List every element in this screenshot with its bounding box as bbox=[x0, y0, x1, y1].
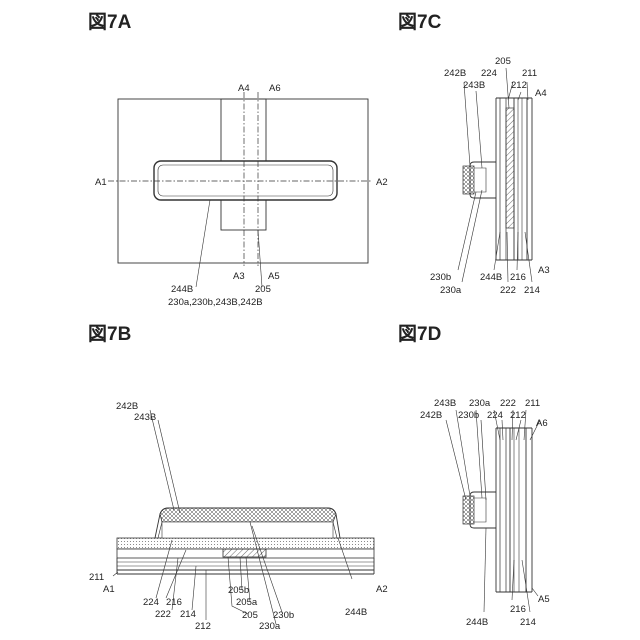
label-216: 216 bbox=[166, 597, 182, 608]
step-inner bbox=[474, 168, 486, 192]
label-212: 212 bbox=[510, 410, 526, 421]
label-212: 212 bbox=[195, 621, 211, 632]
label-242b: 242B bbox=[444, 68, 466, 79]
label-230b: 230b bbox=[273, 610, 294, 621]
leader-244b bbox=[196, 200, 210, 287]
figure-7b: 図7B 242B 243B 211 A1 bbox=[88, 323, 388, 632]
label-a3: A3 bbox=[233, 271, 245, 282]
label-a4: A4 bbox=[535, 88, 547, 99]
label-a1: A1 bbox=[95, 177, 107, 188]
label-244b: 244B bbox=[466, 617, 488, 628]
label-a5: A5 bbox=[268, 271, 280, 282]
label-a6: A6 bbox=[269, 83, 281, 94]
label-224: 224 bbox=[143, 597, 159, 608]
label-224: 224 bbox=[487, 410, 503, 421]
step-band bbox=[463, 496, 474, 524]
label-244b: 244B bbox=[171, 284, 193, 295]
label-230b: 230b bbox=[458, 410, 479, 421]
figure-7d: 図7D 243B 230a 222 211 242B bbox=[398, 323, 550, 628]
leader-205 bbox=[258, 230, 262, 287]
figure-7a-title: 図7A bbox=[88, 11, 132, 33]
label-205a: 205a bbox=[236, 597, 258, 608]
label-214: 214 bbox=[524, 285, 540, 296]
label-211: 211 bbox=[522, 68, 537, 79]
figure-7a: 図7A A4 A6 A1 A2 A3 A5 244B 205 230a,230b… bbox=[88, 11, 388, 308]
step-inner bbox=[474, 498, 486, 522]
dome-body bbox=[162, 522, 333, 538]
label-214: 214 bbox=[180, 609, 196, 620]
label-243b: 243B bbox=[463, 80, 485, 91]
opening-outer bbox=[154, 161, 337, 200]
color-filter-205 bbox=[506, 108, 514, 228]
label-242b: 242B bbox=[116, 401, 138, 412]
label-205: 205 bbox=[495, 56, 511, 67]
label-211: 211 bbox=[525, 398, 540, 409]
label-a2: A2 bbox=[376, 177, 388, 188]
label-a2: A2 bbox=[376, 584, 388, 595]
label-205: 205 bbox=[255, 284, 271, 295]
layer-224 bbox=[500, 428, 506, 592]
label-a6: A6 bbox=[536, 418, 548, 429]
figure-7c-title: 図7C bbox=[398, 11, 442, 33]
label-216: 216 bbox=[510, 272, 526, 283]
layer-224 bbox=[117, 538, 374, 549]
step-band bbox=[463, 166, 474, 194]
label-a1: A1 bbox=[103, 584, 115, 595]
figure-7d-title: 図7D bbox=[398, 323, 441, 345]
figure-7b-title: 図7B bbox=[88, 323, 131, 345]
label-242b: 242B bbox=[420, 410, 442, 421]
dome-band bbox=[160, 508, 336, 522]
label-230a: 230a bbox=[440, 285, 462, 296]
label-214: 214 bbox=[520, 617, 536, 628]
label-a3: A3 bbox=[538, 265, 550, 276]
figure-7c: 図7C 205 242B 224 211 243B 212 bbox=[398, 11, 550, 296]
label-243b: 243B bbox=[434, 398, 456, 409]
label-243b: 243B bbox=[134, 412, 156, 423]
label-212: 212 bbox=[511, 80, 527, 91]
label-230b: 230b bbox=[430, 272, 451, 283]
label-a5: A5 bbox=[538, 594, 550, 605]
label-a4: A4 bbox=[238, 83, 250, 94]
label-230a: 230a bbox=[469, 398, 491, 409]
color-filter-205 bbox=[223, 549, 266, 557]
layer-224 bbox=[500, 98, 506, 260]
label-216: 216 bbox=[510, 604, 526, 615]
label-group: 230a,230b,243B,242B bbox=[168, 297, 263, 308]
label-222: 222 bbox=[155, 609, 171, 620]
label-222: 222 bbox=[500, 285, 516, 296]
label-205b: 205b bbox=[228, 585, 249, 596]
label-205: 205 bbox=[242, 610, 258, 621]
label-230a: 230a bbox=[259, 621, 281, 632]
label-211: 211 bbox=[89, 572, 104, 583]
label-222: 222 bbox=[500, 398, 516, 409]
label-224: 224 bbox=[481, 68, 497, 79]
label-244b: 244B bbox=[345, 607, 367, 618]
label-244b: 244B bbox=[480, 272, 502, 283]
